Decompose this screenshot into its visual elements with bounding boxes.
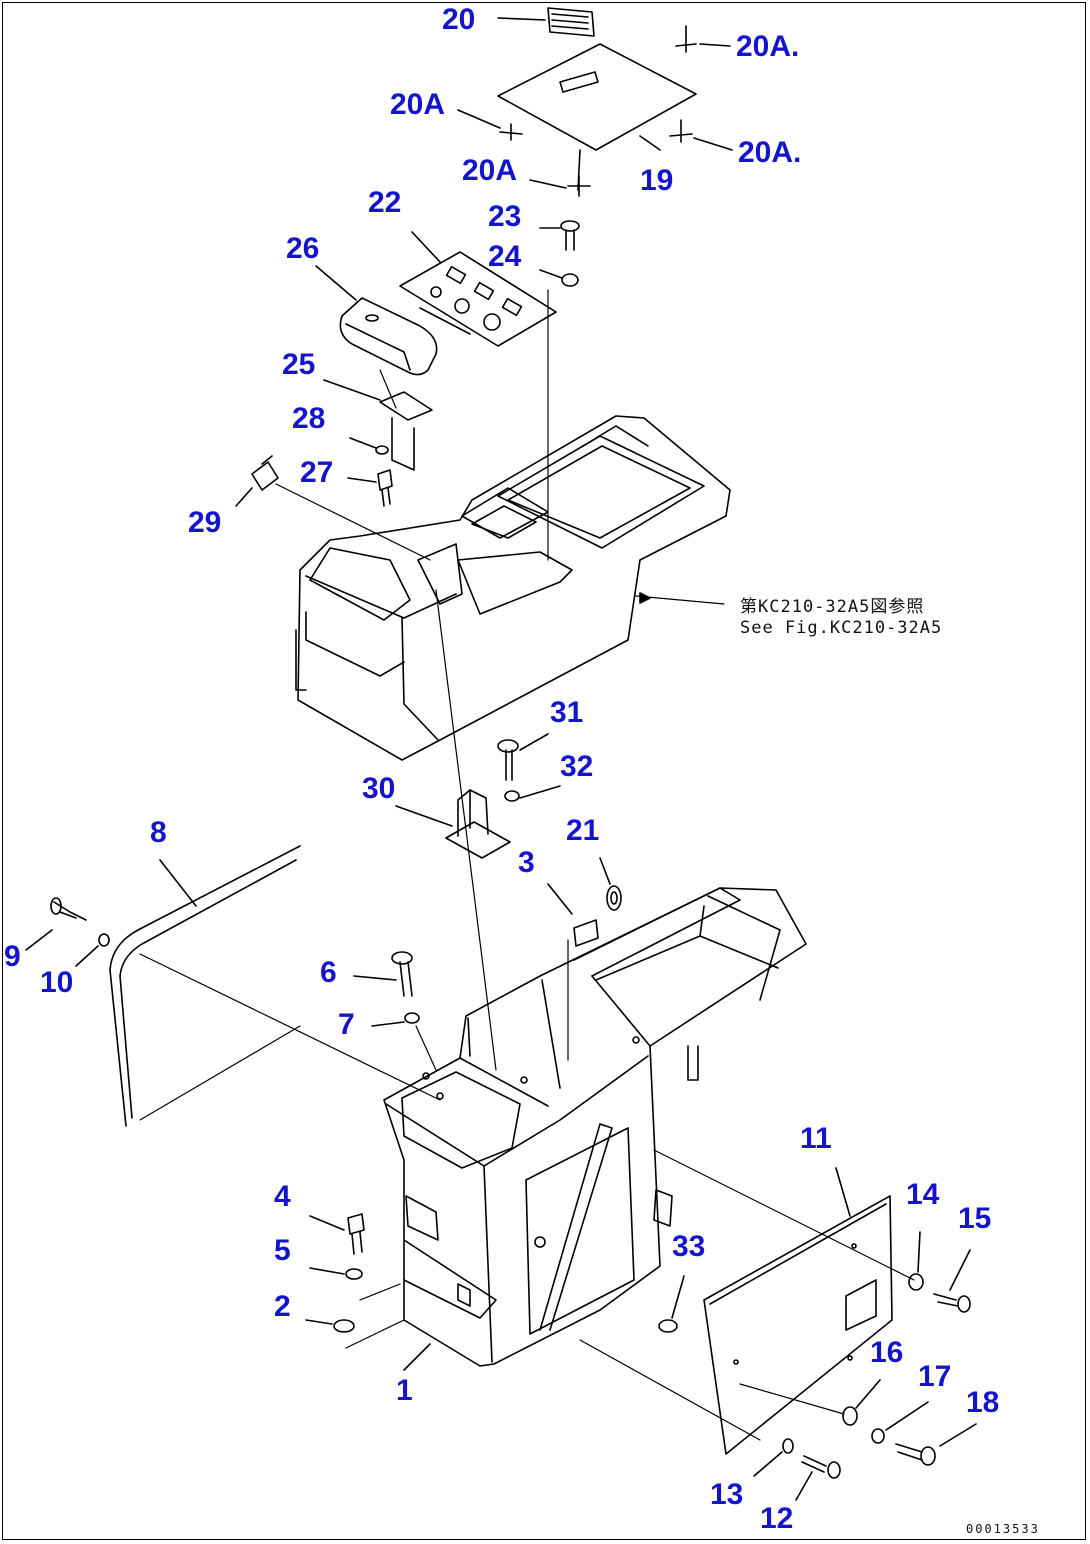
callout-20a-right: 20A. [738, 136, 802, 169]
callout-33: 33 [672, 1230, 706, 1263]
callout-1: 1 [396, 1374, 413, 1407]
part-11-rear-panel [653, 1149, 915, 1455]
part-20-handle [497, 7, 595, 37]
callout-27: 27 [300, 456, 334, 489]
callout-11: 11 [800, 1122, 832, 1155]
part-30-support-bracket [395, 589, 511, 1071]
part-32-washer [504, 785, 561, 802]
callout-7: 7 [338, 1008, 355, 1041]
part-13-washer [753, 1438, 794, 1477]
part-6-bolt [353, 951, 413, 997]
callout-18: 18 [966, 1386, 1000, 1419]
part-5-washer [309, 1267, 401, 1301]
part-16-grommet [739, 1379, 881, 1426]
callout-14: 14 [906, 1178, 940, 1211]
callout-8: 8 [150, 816, 167, 849]
part-14-grommet [908, 1231, 924, 1291]
part-17-washer [871, 1401, 929, 1444]
part-28-washer [349, 437, 389, 455]
part-12-screw [795, 1455, 841, 1501]
part-3-clip [547, 883, 599, 1061]
part-25-bracket [323, 369, 433, 471]
part-26-armrest-pad [315, 265, 438, 376]
callout-6: 6 [320, 956, 337, 989]
part-8-side-panel [109, 845, 441, 1127]
callout-32: 32 [560, 750, 594, 783]
document-number: 00013533 [966, 1522, 1040, 1536]
part-31-bolt [497, 733, 549, 781]
callout-31: 31 [550, 696, 584, 729]
callout-17: 17 [918, 1360, 952, 1393]
part-18-screw [895, 1423, 977, 1466]
callout-2: 2 [274, 1290, 291, 1323]
part-1-console-frame [383, 887, 807, 1371]
console-upper-housing [295, 415, 731, 761]
callout-10: 10 [40, 966, 74, 999]
callout-20a-left: 20A [390, 88, 446, 121]
callout-30: 30 [362, 772, 396, 805]
part-15-screw [933, 1249, 971, 1313]
reference-note-jp: 第KC210-32A5図参照 [740, 597, 925, 617]
part-9-screw [25, 897, 87, 951]
reference-note-en: See Fig.KC210-32A5 [740, 618, 943, 638]
callout-20a-top-right: 20A. [736, 30, 800, 63]
part-27-bolt [347, 469, 393, 507]
part-4-bolt [309, 1213, 365, 1255]
callout-13: 13 [710, 1478, 744, 1511]
callout-26: 26 [286, 232, 320, 265]
part-23-screw [539, 220, 580, 251]
callout-29: 29 [188, 506, 222, 539]
part-22-switch-panel [399, 231, 557, 347]
part-29-pin [235, 455, 431, 561]
callout-23: 23 [488, 200, 522, 233]
callout-20a-bottom: 20A [462, 154, 518, 187]
callout-5: 5 [274, 1234, 291, 1267]
callout-4: 4 [274, 1180, 291, 1213]
callout-12: 12 [760, 1502, 794, 1535]
callout-21: 21 [566, 814, 600, 847]
part-24-washer [539, 269, 579, 561]
callout-3: 3 [518, 846, 535, 879]
callout-25: 25 [282, 348, 316, 381]
callout-19: 19 [640, 164, 674, 197]
callout-16: 16 [870, 1336, 904, 1369]
part-7-washer [371, 1012, 437, 1071]
callout-15: 15 [958, 1202, 992, 1235]
callout-24: 24 [488, 240, 522, 273]
part-20a-clips [457, 25, 733, 197]
part-33-rubber-foot [579, 1275, 761, 1441]
part-2-rubber-foot [305, 1319, 405, 1349]
callout-20: 20 [442, 3, 476, 36]
callout-28: 28 [292, 402, 326, 435]
part-10-washer [75, 933, 110, 967]
part-21-grommet [599, 857, 622, 911]
callout-22: 22 [368, 186, 402, 219]
callout-9: 9 [4, 940, 21, 973]
